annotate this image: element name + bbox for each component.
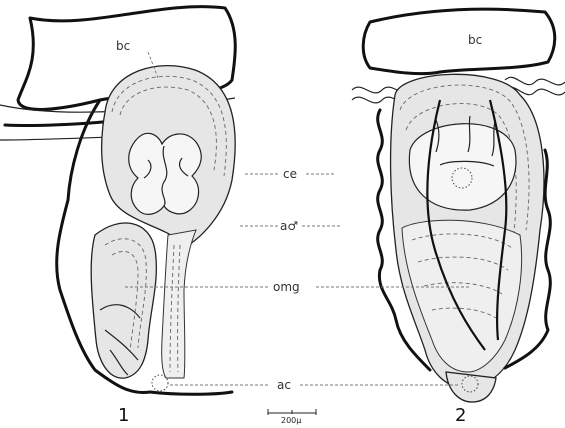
- label-a-male: a♂: [280, 219, 298, 233]
- figure-1-section: [0, 7, 235, 395]
- label-omg: omg: [273, 280, 300, 294]
- figure-1-male-duct: [162, 230, 196, 378]
- label-ce: ce: [283, 167, 297, 181]
- figure-2-outline: [363, 9, 555, 73]
- scale-bar: 200µ: [268, 409, 316, 425]
- figure-1-copulatory-organ: [91, 223, 156, 378]
- label-bc-right: bc: [468, 33, 482, 47]
- figure-number-2: 2: [455, 405, 466, 426]
- scale-bar-label: 200µ: [281, 416, 301, 425]
- label-ac: ac: [277, 378, 291, 392]
- label-bc-left: bc: [116, 39, 130, 53]
- figure-number-1: 1: [118, 405, 129, 426]
- figure-2-section: [352, 9, 565, 402]
- figure-2-cerebral-ganglion: [409, 124, 516, 210]
